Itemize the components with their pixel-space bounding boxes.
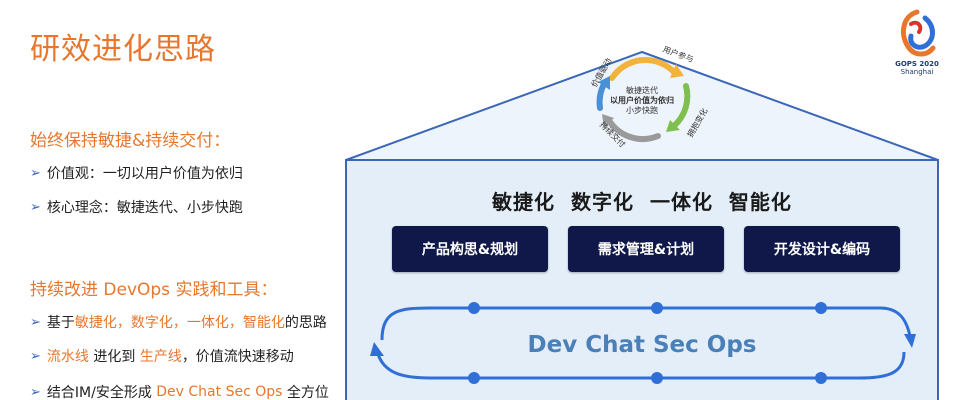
bullet-prefix: 基于 <box>46 315 75 331</box>
bullet-text: 核心理念：敏捷迭代、小步快跑 <box>46 200 243 216</box>
box-product-planning: 产品构思&规划 <box>392 226 548 272</box>
logo-line1: GOPS 2020 <box>895 60 939 68</box>
bullet-highlight-pipeline: 流水线 <box>46 349 89 365</box>
bullet-based-on: ➢ 基于 敏捷化，数字化，一体化，智能化 的思路 <box>30 312 327 332</box>
box-dev-design-coding: 开发设计&编码 <box>744 226 900 272</box>
bullet-suffix: 的思路 <box>284 315 327 331</box>
cycle-center-line: 以用户价值为依归 <box>610 96 674 105</box>
cycle-center-line: 敏捷迭代 <box>626 86 658 95</box>
house-body <box>345 159 939 400</box>
bullet-arrow-icon: ➢ <box>30 348 41 364</box>
bullet-core-idea: ➢ 核心理念：敏捷迭代、小步快跑 <box>30 197 243 217</box>
bullet-mid: 进化到 <box>88 349 140 365</box>
gops-logo: GOPS 2020 Shanghai <box>888 8 946 88</box>
cycle-center-line: 小步快跑 <box>626 106 658 115</box>
bullet-suffix: 全方位 <box>282 385 329 400</box>
slide-title: 研效进化思路 <box>30 32 216 67</box>
cycle-center-text: 敏捷迭代 以用户价值为依归 小步快跑 <box>606 86 678 116</box>
bullet-suffix: ，价值流快速移动 <box>181 349 294 365</box>
bullet-arrow-icon: ➢ <box>30 314 41 330</box>
bullet-arrow-icon: ➢ <box>30 384 41 400</box>
bullet-arrow-icon: ➢ <box>30 165 41 181</box>
devops-loop-label: Dev Chat Sec Ops <box>527 332 757 358</box>
bullet-arrow-icon: ➢ <box>30 199 41 215</box>
section-agile-title: 始终保持敏捷&持续交付： <box>30 131 231 151</box>
bullet-im-security: ➢ 结合IM/安全形成 Dev Chat Sec Ops 全方位 <box>30 382 329 400</box>
box-requirement-management: 需求管理&计划 <box>568 226 724 272</box>
bullet-prefix: 结合IM/安全形成 <box>46 385 157 400</box>
bullet-pipeline: ➢ 流水线 进化到 生产线 ，价值流快速移动 <box>30 346 294 366</box>
devops-loop <box>370 302 916 384</box>
bullet-highlight: 敏捷化，数字化，一体化，智能化 <box>74 315 285 331</box>
logo-line2: Shanghai <box>900 68 934 76</box>
agile-cycle-icon <box>596 57 691 143</box>
section-devops-title: 持续改进 DevOps 实践和工具： <box>30 280 278 300</box>
bullet-highlight-production: 生产线 <box>139 349 182 365</box>
bullet-text: 价值观：一切以用户价值为依归 <box>46 166 243 182</box>
gops-swirl-icon <box>900 9 936 57</box>
bullet-values: ➢ 价值观：一切以用户价值为依归 <box>30 163 243 183</box>
pillars-title: 敏捷化 数字化 一体化 智能化 <box>492 190 792 214</box>
bullet-highlight: Dev Chat Sec Ops <box>156 384 283 400</box>
